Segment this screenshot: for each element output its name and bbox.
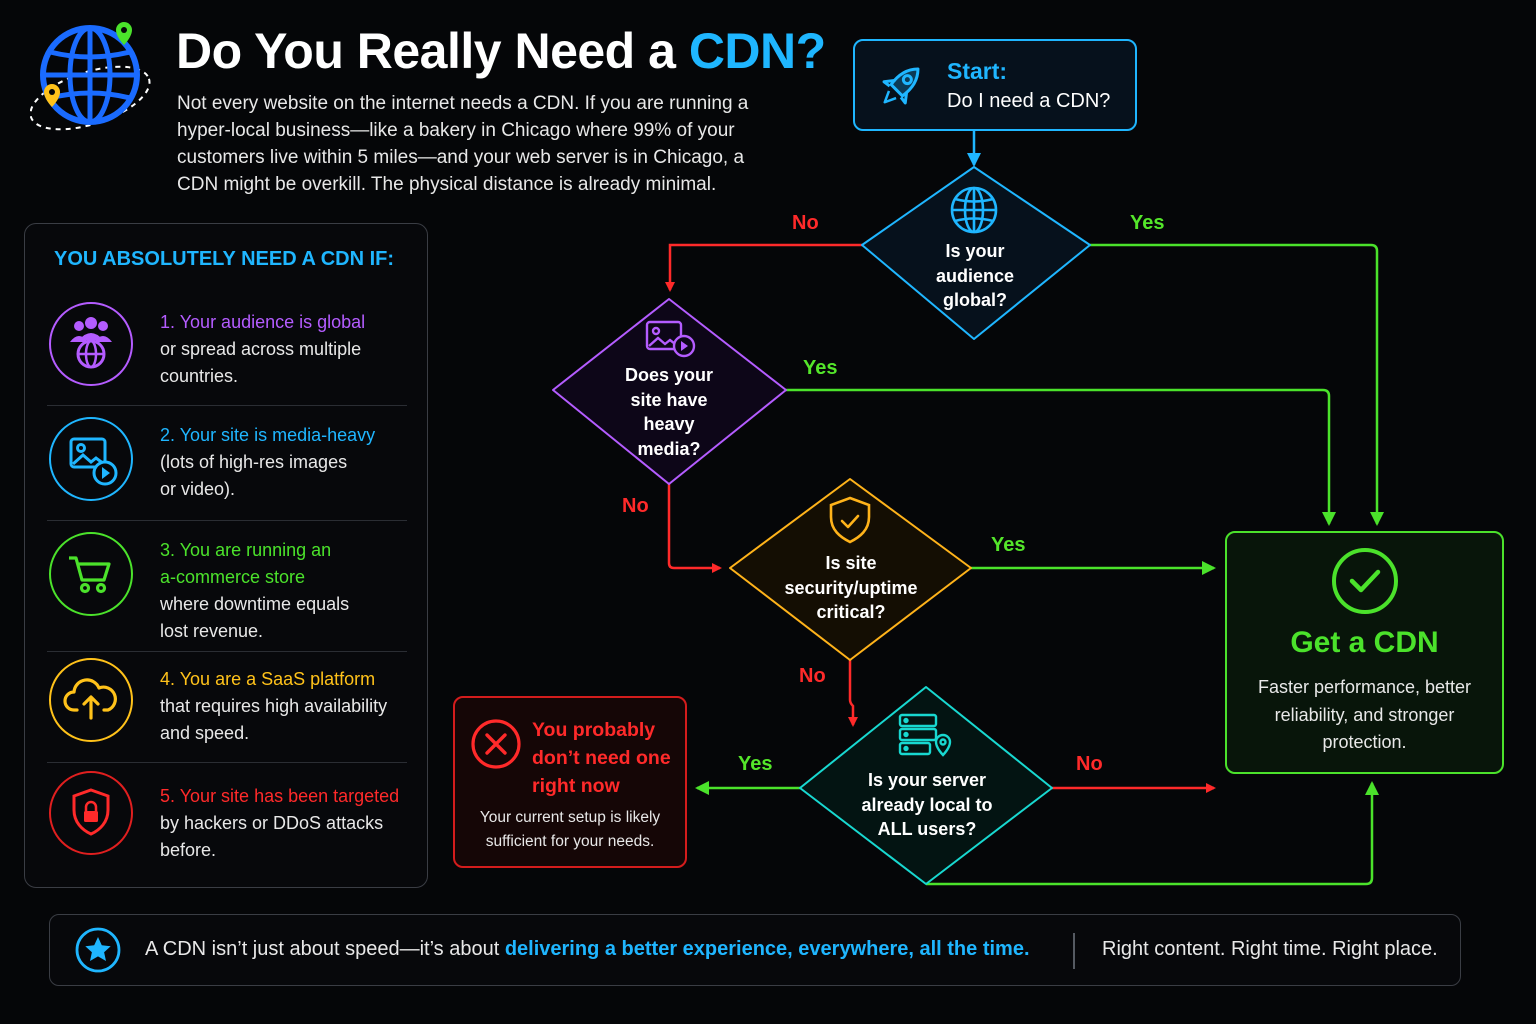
globe-icon [950, 186, 998, 234]
label-q2-no: No [622, 495, 649, 517]
reason-line: lost revenue. [160, 621, 264, 641]
label-q1-yes: Yes [1130, 212, 1165, 234]
reason-item-security: 5. Your site has been targeted by hacker… [47, 771, 409, 866]
reason-headline: a-commerce store [160, 567, 306, 587]
no-cdn-title: You probably don’t need one right now [532, 719, 671, 797]
connector-q2-no [667, 484, 722, 573]
cloud-upload-icon [49, 658, 133, 742]
shopping-cart-icon [49, 532, 133, 616]
outcome-no-cdn [453, 696, 687, 868]
reason-line: or spread across multiple [160, 339, 362, 359]
reason-item-ecommerce: 3. You are running an a-commerce store w… [47, 530, 409, 641]
connector-q3-no [848, 660, 858, 727]
label-q4-yes: Yes [738, 753, 773, 775]
star-icon [75, 927, 121, 973]
decision-diamond-q3 [729, 478, 972, 661]
title-highlight: CDN? [688, 23, 826, 79]
divider [47, 405, 407, 406]
get-cdn-title: Get a CDN [1290, 626, 1439, 659]
intro-paragraph: Not every website on the internet needs … [177, 93, 749, 195]
divider [47, 651, 407, 652]
reason-line: and speed. [160, 723, 250, 743]
image-video-icon [49, 417, 133, 501]
reason-item-saas: 4. You are a SaaS platform that requires… [47, 658, 409, 753]
label-q3-yes: Yes [991, 534, 1026, 556]
connector-q1-no [665, 243, 862, 292]
reason-line: before. [160, 840, 217, 860]
reason-item-global: 1. Your audience is global or spread acr… [47, 302, 409, 392]
media-icon [645, 320, 696, 358]
decision-diamond-q1 [861, 166, 1091, 340]
reason-line: or video). [160, 479, 236, 499]
reason-line: countries. [160, 366, 239, 386]
rocket-icon [882, 67, 920, 105]
connector-q1-yes [1090, 243, 1384, 526]
footer-highlight: delivering a better experience, everywhe… [504, 938, 1030, 960]
reason-headline: 5. Your site has been targeted [160, 786, 400, 806]
reasons-heading: YOU ABSOLUTELY NEED A CDN IF: [54, 248, 395, 270]
reason-headline: 3. You are running an [160, 540, 332, 560]
reason-line: where downtime equals [160, 594, 350, 614]
connector-q4-bottom [926, 781, 1379, 886]
footer-divider [1073, 933, 1075, 969]
decision-diamond-q2 [552, 298, 787, 485]
label-q2-yes: Yes [803, 357, 838, 379]
decision-diamond-q4 [799, 686, 1053, 885]
outcome-get-cdn [1225, 531, 1504, 774]
reason-item-media: 2. Your site is media-heavy (lots of hig… [47, 415, 409, 505]
reason-line: by hackers or DDoS attacks [160, 813, 384, 833]
label-q1-no: No [792, 212, 819, 234]
divider [47, 520, 407, 521]
check-circle-icon [1332, 548, 1398, 614]
get-cdn-description: Faster performance, better reliability, … [1257, 677, 1472, 752]
reason-line: (lots of high-res images [160, 452, 348, 472]
label-q3-no: No [799, 665, 826, 687]
page-title: Do You Really Need a CDN? [176, 23, 826, 79]
connector-q2-yes [786, 388, 1336, 526]
server-location-icon [898, 713, 952, 757]
start-title: Start: [947, 58, 1008, 84]
reason-line: that requires high availability [160, 696, 388, 716]
shield-check-icon [829, 496, 871, 544]
footer-message: A CDN isn’t just about speed—it’s about … [145, 938, 1030, 960]
divider [47, 762, 407, 763]
footer-banner [49, 914, 1461, 986]
audience-globe-icon [49, 302, 133, 386]
reason-headline: 1. Your audience is global [160, 312, 366, 332]
x-circle-icon [471, 719, 521, 769]
label-q4-no: No [1076, 753, 1103, 775]
globe-logo-icon [30, 22, 151, 131]
start-node [853, 39, 1137, 131]
start-question: Do I need a CDN? [947, 90, 1111, 112]
footer-tagline: Right content. Right time. Right place. [1102, 938, 1438, 960]
reason-headline: 2. Your site is media-heavy [160, 425, 376, 445]
no-cdn-description: Your current setup is likely sufficient … [479, 809, 661, 850]
shield-lock-icon [49, 771, 133, 855]
reason-headline: 4. You are a SaaS platform [160, 669, 376, 689]
